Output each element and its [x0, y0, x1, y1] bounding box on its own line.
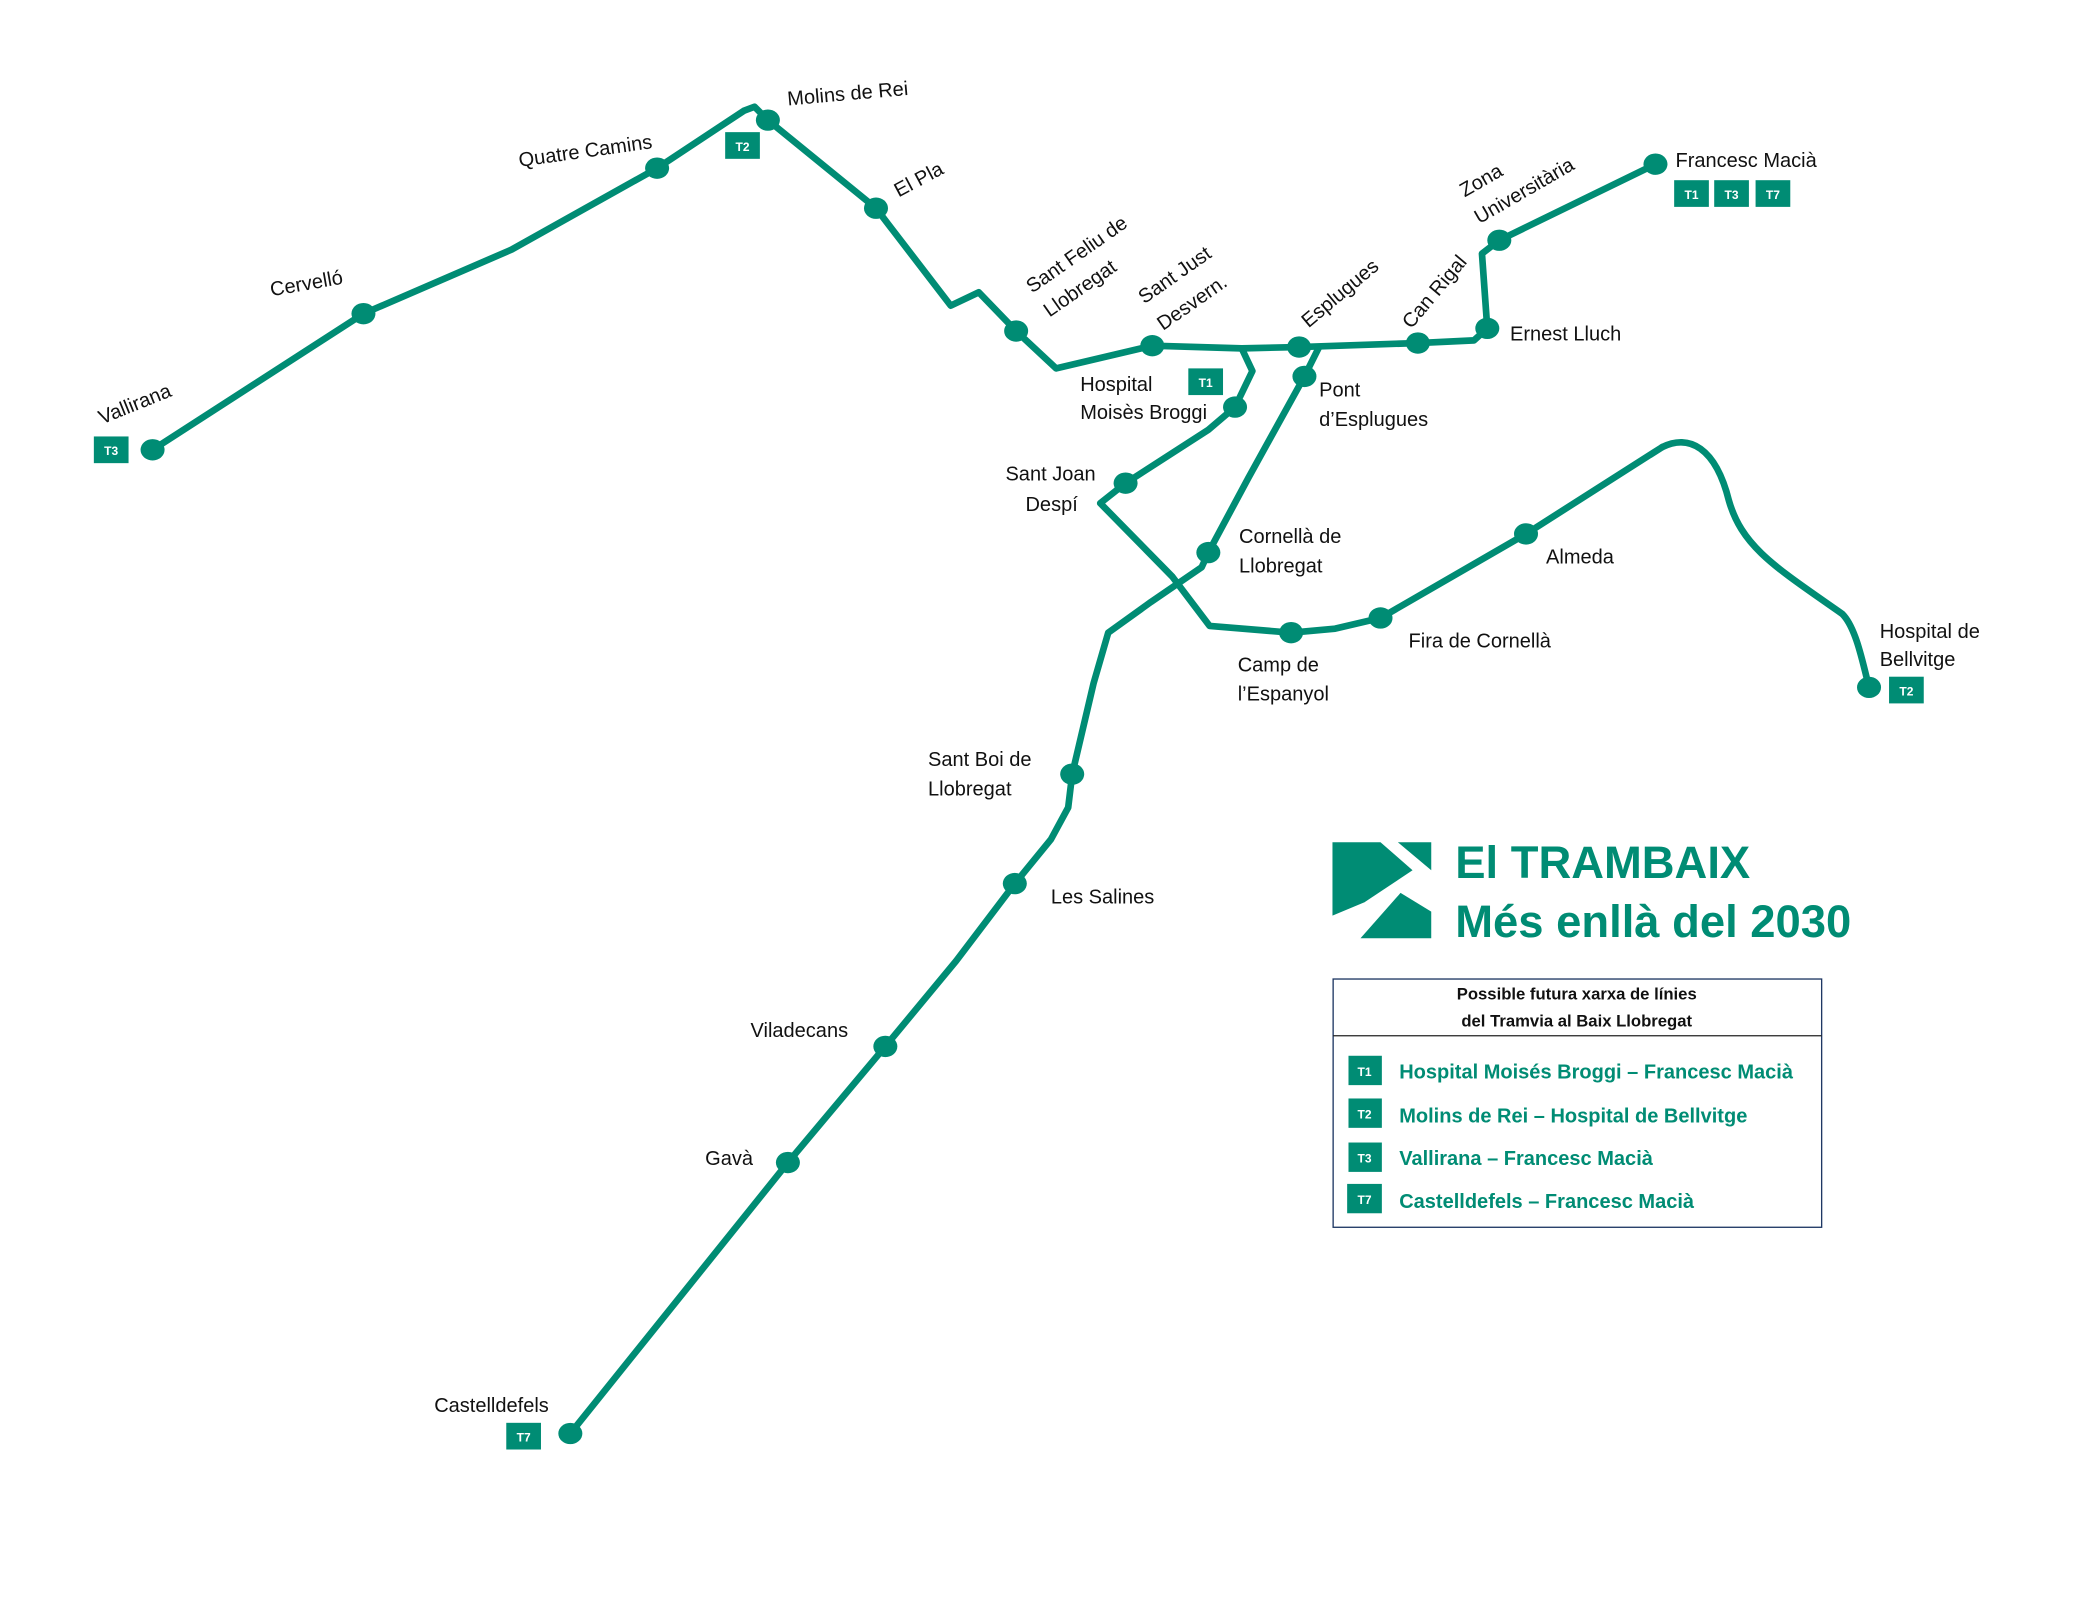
- label-hospital-broggi-1: Hospital: [1080, 374, 1152, 396]
- logo-corner-top: [1397, 842, 1432, 871]
- legend-header-line2: del Tramvia al Baix Llobregat: [1461, 1011, 1692, 1030]
- badge-t1-broggi: T1: [1188, 368, 1224, 396]
- stop-can-rigal[interactable]: [1405, 332, 1430, 354]
- map-title-line2: Més enllà del 2030: [1455, 896, 1851, 947]
- stop-vallirana[interactable]: [140, 439, 165, 461]
- svg-text:T2: T2: [1357, 1107, 1371, 1121]
- svg-text:Hospital Moisés Broggi – Franc: Hospital Moisés Broggi – Francesc Macià: [1399, 1061, 1794, 1083]
- label-pont-esplugues-2: d’Esplugues: [1319, 409, 1428, 431]
- badge-t2-bellvitge: T2: [1889, 676, 1924, 704]
- stop-cervello[interactable]: [351, 302, 376, 325]
- svg-text:T1: T1: [1357, 1065, 1371, 1079]
- svg-text:T2: T2: [1899, 684, 1913, 698]
- legend-item-t2: T2 Molins de Rei – Hospital de Bellvitge: [1348, 1098, 1747, 1128]
- stop-esplugues[interactable]: [1287, 336, 1312, 358]
- label-gava: Gavà: [705, 1148, 754, 1170]
- badge-t1-macia: T1: [1674, 180, 1709, 207]
- label-sant-boi-2: Llobregat: [928, 778, 1012, 800]
- stop-almeda[interactable]: [1513, 523, 1539, 545]
- stop-ernest-lluch[interactable]: [1475, 317, 1500, 340]
- map-title-line1: El TRAMBAIX: [1455, 837, 1750, 888]
- svg-text:T3: T3: [1357, 1152, 1371, 1166]
- label-quatre-camins: Quatre Camins: [517, 131, 653, 172]
- label-francesc-macia: Francesc Macià: [1675, 150, 1817, 172]
- label-esplugues: Esplugues: [1298, 255, 1384, 332]
- stop-gava[interactable]: [775, 1151, 800, 1174]
- label-can-rigal: Can Rigal: [1398, 251, 1471, 332]
- svg-text:T7: T7: [1766, 188, 1780, 202]
- stop-fira[interactable]: [1368, 607, 1393, 629]
- logo-arrow-shape: [1332, 842, 1413, 916]
- legend-item-t1: T1 Hospital Moisés Broggi – Francesc Mac…: [1348, 1055, 1794, 1086]
- label-sant-boi-1: Sant Boi de: [928, 749, 1031, 771]
- line-t2-bellvitge-curve: [1658, 439, 1873, 691]
- label-sant-joan-1: Sant Joan: [1005, 464, 1095, 486]
- label-sant-joan-2: Despí: [1025, 494, 1078, 516]
- svg-text:T3: T3: [1725, 188, 1739, 202]
- label-les-salines: Les Salines: [1051, 887, 1154, 909]
- label-castelldefels: Castelldefels: [434, 1395, 549, 1417]
- label-bellvitge-2: Bellvitge: [1880, 649, 1956, 671]
- label-fira: Fira de Cornellà: [1409, 630, 1552, 652]
- badge-t7-macia: T7: [1755, 180, 1791, 207]
- stop-pont-esplugues[interactable]: [1292, 365, 1317, 388]
- label-vallirana: Vallirana: [95, 380, 175, 429]
- line-t7: [567, 343, 1323, 1437]
- label-bellvitge-1: Hospital de: [1880, 621, 1980, 643]
- line-t1-t2-south-branch: [1096, 345, 1666, 636]
- label-el-pla: El Pla: [891, 158, 948, 202]
- svg-text:T1: T1: [1685, 188, 1699, 202]
- label-cervello: Cervelló: [268, 267, 344, 301]
- legend-item-t7: T7 Castelldefels – Francesc Macià: [1347, 1183, 1695, 1214]
- stop-bellvitge[interactable]: [1857, 676, 1882, 699]
- label-almeda: Almeda: [1546, 546, 1615, 568]
- svg-text:T1: T1: [1199, 376, 1213, 390]
- label-hospital-broggi-2: Moisès Broggi: [1080, 402, 1207, 424]
- label-cornella-1: Cornellà de: [1239, 526, 1341, 548]
- stop-castelldefels[interactable]: [558, 1422, 583, 1445]
- station-dots: [140, 109, 1882, 1445]
- stop-molins[interactable]: [755, 109, 780, 131]
- svg-text:Vallirana – Francesc Macià: Vallirana – Francesc Macià: [1399, 1148, 1654, 1170]
- label-viladecans: Viladecans: [751, 1020, 849, 1042]
- svg-text:T7: T7: [517, 1431, 531, 1445]
- svg-text:T2: T2: [736, 140, 750, 154]
- legend-header-line1: Possible futura xarxa de línies: [1457, 985, 1697, 1004]
- badge-t3-vallirana: T3: [93, 436, 129, 464]
- stop-zona-univ[interactable]: [1487, 229, 1512, 251]
- badge-t7-castelldefels: T7: [506, 1422, 541, 1450]
- stop-sant-feliu[interactable]: [1004, 320, 1029, 342]
- legend: Possible futura xarxa de línies del Tram…: [1332, 978, 1823, 1228]
- label-pont-esplugues-1: Pont: [1319, 379, 1361, 401]
- badge-t3-macia: T3: [1714, 180, 1749, 207]
- stop-francesc-macia[interactable]: [1643, 153, 1668, 175]
- label-camp-espanyol-1: Camp de: [1238, 654, 1319, 676]
- label-camp-espanyol-2: l’Espanyol: [1238, 684, 1329, 706]
- logo-corner-bottom: [1360, 892, 1432, 939]
- label-ernest-lluch: Ernest Lluch: [1510, 323, 1621, 345]
- svg-text:Castelldefels – Francesc Macià: Castelldefels – Francesc Macià: [1399, 1191, 1695, 1213]
- stop-viladecans[interactable]: [873, 1035, 898, 1058]
- legend-item-t3: T3 Vallirana – Francesc Macià: [1348, 1142, 1654, 1172]
- stop-hospital-broggi[interactable]: [1223, 396, 1248, 418]
- stop-cornella[interactable]: [1196, 541, 1221, 564]
- stop-el-pla[interactable]: [863, 197, 889, 219]
- label-cornella-2: Llobregat: [1239, 556, 1323, 578]
- line-t3-west: [149, 103, 772, 454]
- stop-quatre-camins[interactable]: [645, 157, 670, 179]
- label-molins: Molins de Rei: [786, 78, 909, 110]
- trambaix-logo: El TRAMBAIX Més enllà del 2030: [1332, 837, 1851, 947]
- stop-camp-espanyol[interactable]: [1279, 621, 1304, 644]
- svg-text:T3: T3: [104, 444, 118, 458]
- stop-sant-just[interactable]: [1140, 335, 1165, 357]
- stop-sant-joan[interactable]: [1113, 472, 1138, 494]
- svg-text:T7: T7: [1357, 1193, 1371, 1207]
- svg-text:Molins de Rei – Hospital de Be: Molins de Rei – Hospital de Bellvitge: [1399, 1106, 1747, 1128]
- stop-les-salines[interactable]: [1002, 872, 1027, 895]
- stop-sant-boi[interactable]: [1060, 763, 1085, 785]
- badge-t2-molins: T2: [725, 132, 760, 159]
